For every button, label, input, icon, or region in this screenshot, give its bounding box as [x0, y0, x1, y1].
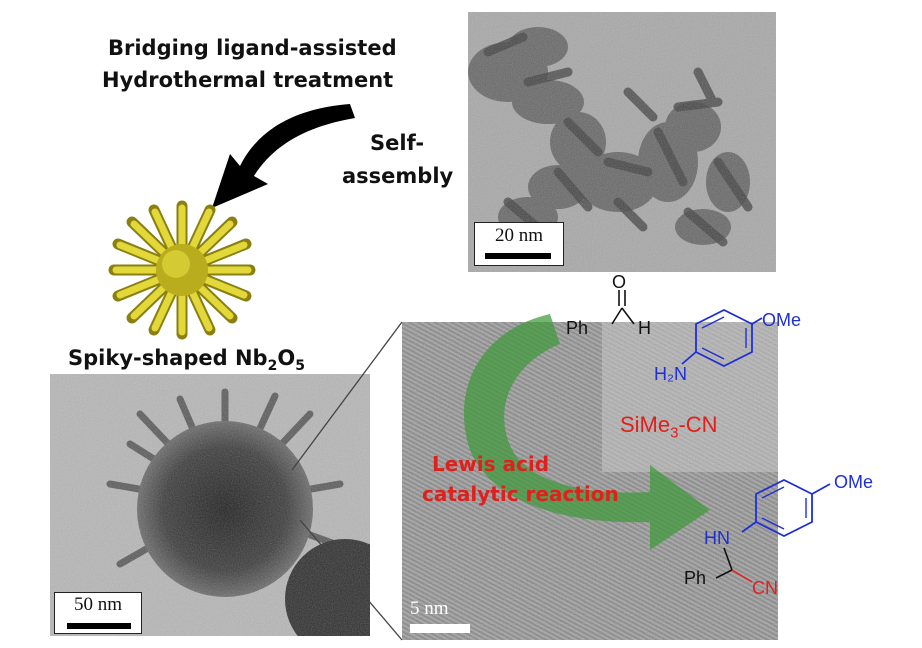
- reaction-arrow-icon: [463, 314, 710, 550]
- scale-bar-top-label: 20 nm: [494, 225, 544, 246]
- scale-bar-left-box: 50 nm: [54, 592, 142, 634]
- spiky-nanosphere-icon: [108, 200, 256, 340]
- tmscn-reagent: SiMe3-CN: [620, 412, 718, 441]
- self-assembly-label-line1: Self-: [370, 131, 425, 155]
- product-nitrile: CN: [752, 578, 778, 598]
- scale-bar-top-line: [485, 253, 551, 259]
- tem-image-spiky-sphere: 50 nm: [50, 374, 370, 636]
- lewis-acid-label-line1: Lewis acid: [432, 452, 550, 476]
- scale-bar-hrtem-label: 5 nm: [410, 598, 449, 619]
- scale-bar-left-label: 50 nm: [73, 594, 123, 615]
- process-arrow-icon: [212, 104, 355, 208]
- aldehyde-hydrogen: H: [638, 318, 651, 338]
- tem-image-nanorods: 20 nm: [468, 12, 776, 272]
- self-assembly-label-line2: assembly: [342, 164, 454, 188]
- aldehyde-oxygen: O: [612, 272, 627, 292]
- process-title-line1: Bridging ligand-assisted: [108, 36, 397, 60]
- product-label-prefix: Spiky-shaped Nb: [68, 346, 268, 370]
- tmscn-prefix: SiMe: [620, 412, 671, 437]
- anisidine-methoxy: OMe: [762, 310, 802, 330]
- product-label-sub2: 5: [295, 358, 305, 375]
- anisidine-structure: [681, 308, 763, 368]
- scale-bar-top-box: 20 nm: [474, 222, 564, 266]
- benzaldehyde-bonds: [611, 290, 635, 325]
- aminonitrile-structure: [715, 478, 831, 583]
- scale-bar-left-line: [67, 623, 131, 629]
- product-label-sub1: 2: [267, 358, 278, 375]
- product-label: Spiky-shaped Nb2O5: [68, 346, 305, 374]
- aldehyde-phenyl: Ph: [566, 318, 589, 338]
- product-label-mid: O: [277, 346, 296, 370]
- tmscn-sub: 3: [670, 424, 679, 442]
- anisidine-amine: H₂N: [654, 364, 687, 384]
- process-title-line2: Hydrothermal treatment: [102, 68, 394, 92]
- scale-bar-hrtem-line: [410, 624, 470, 633]
- lewis-acid-label-line2: catalytic reaction: [422, 482, 619, 506]
- product-amine: HN: [704, 528, 730, 548]
- hrtem-image: 5 nm: [402, 322, 778, 640]
- product-phenyl: Ph: [684, 568, 707, 588]
- product-methoxy: OMe: [834, 472, 874, 492]
- tmscn-suffix: -CN: [678, 412, 718, 437]
